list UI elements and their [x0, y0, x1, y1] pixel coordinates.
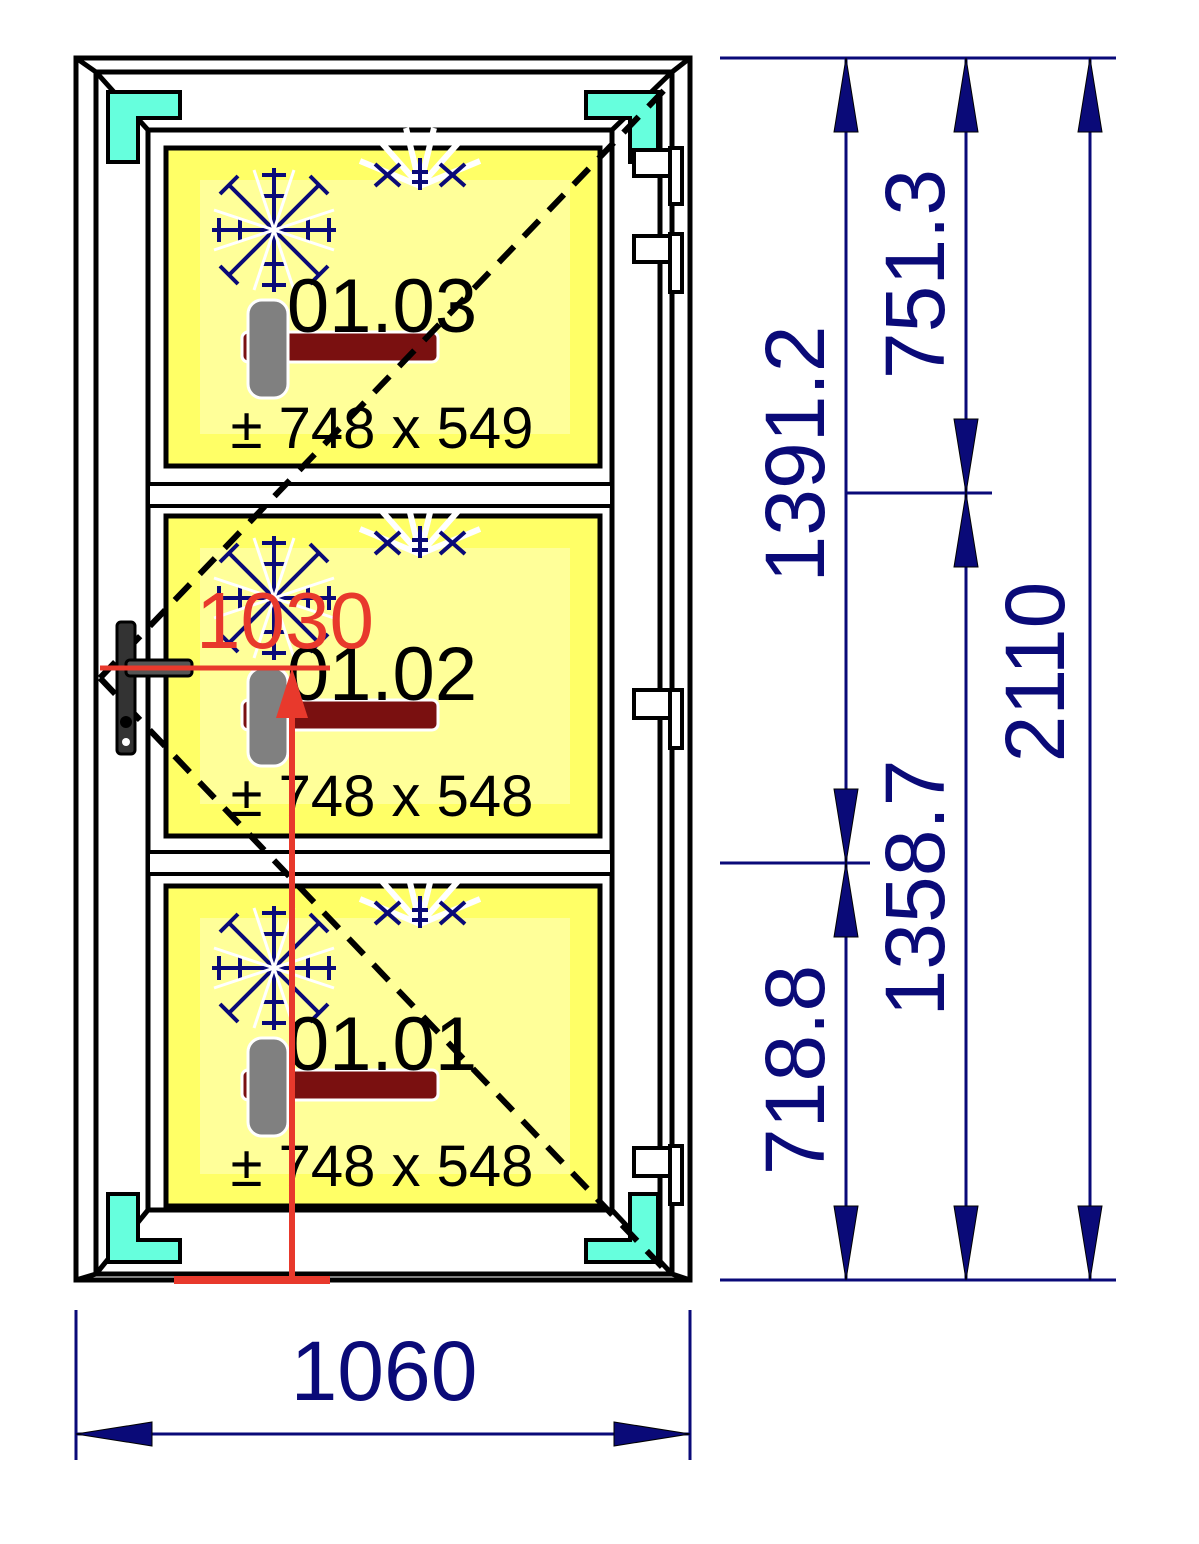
dimension-arrow-icon [953, 57, 979, 133]
glass-panes: 01.03 ± 748 x 549 01.02 ± 748 x 548 01.01 ± 7… [163, 128, 603, 1209]
hinge-icon [632, 146, 684, 206]
dimension-arrow-icon [833, 862, 859, 938]
dimension-arrow-icon [1077, 57, 1103, 133]
left-lower-height-label: 718.8 [748, 965, 842, 1175]
lower-height-label: 1358.7 [868, 760, 962, 1017]
hinge-icon [632, 688, 684, 750]
pane-size-label: ± 748 x 548 [231, 1134, 534, 1199]
transoms [146, 482, 614, 876]
corner-connectors [106, 90, 660, 1264]
handle-height-label: 1030 [196, 576, 374, 665]
dimension-arrow-icon [953, 1205, 979, 1281]
hinge-icon [632, 1144, 684, 1206]
pane-size-label: ± 748 x 549 [231, 396, 534, 461]
dimension-arrow-icon [833, 1205, 859, 1281]
pane-id-label: 01.03 [287, 264, 477, 349]
dimension-arrow-icon [833, 57, 859, 133]
dimension-arrow-icon [953, 418, 979, 494]
pane-id-label: 01.01 [287, 1002, 477, 1087]
handle-height-marker: 1030 [100, 576, 374, 1284]
left-upper-height-label: 1391.2 [748, 326, 842, 583]
dimension-arrow-icon [613, 1421, 691, 1447]
glass-pane: 01.01 ± 748 x 548 [163, 866, 603, 1209]
dimension-lines [74, 56, 1116, 1460]
hinges [632, 146, 684, 1206]
door-handle-icon [115, 620, 194, 756]
dimension-arrow-icon [833, 788, 859, 864]
dimension-arrow-icon [953, 492, 979, 568]
width-dimension-label: 1060 [291, 1324, 478, 1418]
hinge-icon [632, 232, 684, 294]
opening-direction-lines [97, 79, 675, 1273]
dimension-arrow-icon [1077, 1205, 1103, 1281]
pane-id-label: 01.02 [287, 632, 477, 717]
upper-height-label: 751.3 [868, 169, 962, 379]
glass-pane: 01.03 ± 748 x 549 [163, 128, 603, 469]
total-height-label: 2110 [988, 582, 1082, 763]
pane-size-label: ± 748 x 548 [231, 764, 534, 829]
glass-pane: 01.02 ± 748 x 548 [163, 496, 603, 839]
dimension-arrow-icon [75, 1421, 153, 1447]
